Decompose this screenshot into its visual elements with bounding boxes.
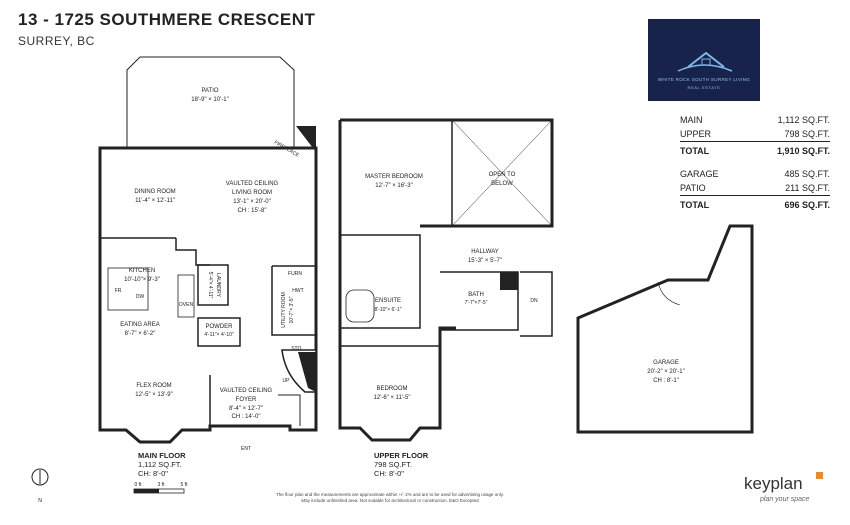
- logo-sub-text: REAL ESTATE: [687, 85, 721, 90]
- master-name: MASTER BEDROOM: [365, 174, 423, 180]
- garage-name: GARAGE: [653, 360, 679, 366]
- living-note: VAULTED CEILING: [226, 181, 279, 187]
- brand-logo: WHITE ROCK SOUTH SURREY LIVING REAL ESTA…: [648, 19, 760, 101]
- foyer-note: VAULTED CEILING: [220, 388, 273, 394]
- sto-label: STO.: [291, 346, 303, 352]
- flex-name: FLEX ROOM: [136, 383, 171, 389]
- ensuite-dims: 8'-10"× 6'-1": [374, 307, 401, 313]
- laundry-dims: 5'-4"× 4'-11": [207, 272, 213, 299]
- upper-floor-walls: [340, 118, 554, 228]
- compass-north-label: N: [38, 498, 42, 504]
- main-floor-caption: MAIN FLOOR: [138, 451, 186, 460]
- utility-name: UTILITY ROOM: [281, 292, 287, 327]
- utility-walls: [271, 265, 316, 336]
- main-floor-ceiling: CH: 8'-0": [138, 469, 168, 478]
- logo-brand-text: WHITE ROCK SOUTH SURREY LIVING: [657, 77, 751, 82]
- laundry-name: LAUNDRY: [215, 273, 221, 297]
- garage-dims: 20'-2" × 20'-1": [647, 369, 684, 375]
- upper-floor-caption: UPPER FLOOR: [374, 451, 429, 460]
- foyer-name: FOYER: [236, 397, 257, 403]
- kitchen-island: [107, 267, 149, 311]
- house-logo-icon: [677, 51, 733, 72]
- scale-tick: 0 ft: [135, 482, 143, 488]
- bath-walls: [440, 271, 519, 331]
- patio-dims: 18'-9" × 10'-1": [191, 97, 228, 103]
- flex-dims: 12'-5" × 13'-9": [135, 392, 172, 398]
- fireplace-block: [296, 126, 316, 152]
- eating-name: EATING AREA: [120, 322, 160, 328]
- disclaimer: The floor plan and the measurements are …: [276, 492, 504, 503]
- living-name: LIVING ROOM: [232, 190, 272, 196]
- page-title: 13 - 1725 SOUTHMERE CRESCENT: [18, 10, 316, 29]
- living-dims: 13'-1" × 20'-0": [233, 199, 270, 205]
- dining-dims: 11'-4" × 12'-11": [135, 198, 175, 204]
- down-label: DN: [530, 298, 538, 304]
- garage-ceiling: CH : 8'-1": [653, 378, 679, 384]
- compass-icon: [31, 468, 49, 486]
- powder-name: POWDER: [206, 324, 234, 330]
- utility-dims: 10'-7"× 3'-5": [289, 296, 295, 323]
- upper-floor-ceiling: CH: 8'-0": [374, 469, 404, 478]
- main-floor-area: 1,112 SQ.FT.: [138, 460, 182, 469]
- oven-label: OVEN: [179, 302, 194, 308]
- oven-cabinet: [177, 274, 195, 318]
- entry-label: ENT: [241, 446, 251, 452]
- bedroom-name: BEDROOM: [376, 386, 407, 392]
- patio-outline: [126, 56, 295, 148]
- ensuite-name: ENSUITE: [375, 298, 401, 304]
- foyer-ceiling: CH : 14'-0": [232, 414, 261, 420]
- upper-stair: [520, 271, 553, 337]
- scale-tick: 5 ft: [181, 482, 189, 488]
- bathtub: [345, 289, 375, 323]
- furn-label: FURN: [288, 271, 302, 277]
- main-floor-walls: [98, 146, 318, 444]
- master-dims: 12'-7" × 16'-3": [375, 183, 412, 189]
- living-ceiling: CH : 15'-8": [238, 208, 267, 214]
- hallway-name: HALLWAY: [471, 249, 499, 255]
- keyplan-logo: keyplan: [744, 474, 803, 493]
- open-line2: BELOW: [491, 181, 513, 187]
- kitchen-dims: 10'-10"× 9'-3": [124, 277, 160, 283]
- open-line1: OPEN TO: [489, 172, 516, 178]
- dining-name: DINING ROOM: [134, 189, 175, 195]
- powder-walls: [197, 317, 241, 347]
- patio-name: PATIO: [201, 88, 218, 94]
- foyer-dims: 8'-4" × 12'-7": [229, 406, 263, 412]
- laundry-walls: [197, 264, 229, 306]
- keyplan-tagline: plan your space: [760, 496, 810, 503]
- hwt-label: HWT: [292, 288, 303, 294]
- bath-dims: 7'-7"×7'-5": [465, 300, 488, 306]
- bedroom-dims: 12'-6" × 11'-5": [374, 395, 411, 401]
- dw-label: DW: [136, 294, 145, 300]
- ensuite-walls: [340, 234, 421, 329]
- up-label: UP: [283, 378, 291, 384]
- eating-dims: 8'-7" × 6'-2": [125, 331, 156, 337]
- fridge-label: FR: [115, 288, 122, 294]
- upper-floor-area: 798 SQ.FT.: [374, 460, 412, 469]
- hallway-dims: 15'-3" × 5'-7": [468, 258, 502, 264]
- scale-tick: 3 ft: [158, 482, 166, 488]
- powder-dims: 4'-11"× 4'-10": [204, 332, 234, 338]
- page-subtitle: SURREY, BC: [18, 34, 95, 48]
- kitchen-name: KITCHEN: [129, 268, 155, 274]
- garage-walls: [576, 224, 754, 434]
- keyplan-mark-icon: [816, 472, 823, 479]
- bath-name: BATH: [468, 292, 484, 298]
